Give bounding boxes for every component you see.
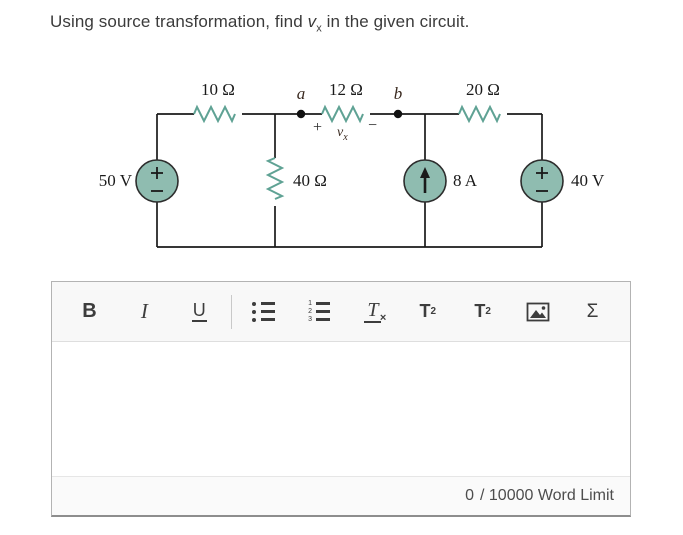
label-resistor-10ohm: 10 Ω — [201, 80, 235, 99]
italic-button[interactable]: I — [129, 292, 160, 332]
answer-textarea[interactable] — [52, 342, 630, 476]
label-source-8a: 8 A — [453, 171, 478, 190]
word-limit-label: / 10000 Word Limit — [480, 487, 614, 504]
sources — [135, 159, 564, 203]
numbered-list-digit: 3 — [308, 315, 312, 323]
question-variable-subscript: x — [316, 22, 322, 35]
resistor-40ohm — [265, 157, 285, 200]
underline-button[interactable]: U — [184, 292, 215, 332]
bullet-list-button[interactable] — [248, 292, 279, 332]
superscript-base: T — [419, 301, 431, 321]
word-count: 0 — [465, 487, 474, 504]
numbered-list-icon: 1 2 3 — [306, 299, 330, 323]
question-prefix: Using source transformation, find — [50, 12, 308, 31]
label-vx: vx — [337, 125, 348, 143]
circuit-diagram: 10 Ω a 12 Ω b 20 Ω + vx − 50 V 40 Ω 8 A … — [98, 80, 605, 248]
superscript-mark: 2 — [430, 306, 437, 317]
underline-button-label: U — [191, 300, 207, 323]
subscript-base: T — [474, 301, 486, 321]
bullet-list-icon — [251, 301, 275, 322]
circuit-schematic-svg — [135, 104, 564, 248]
label-vx-minus: − — [368, 117, 378, 134]
editor-footer: 0 / 10000 Word Limit — [52, 476, 630, 515]
voltage-source-50v — [135, 159, 179, 203]
numbered-list-digit: 2 — [308, 307, 312, 315]
label-vx-symbol: v — [337, 125, 344, 140]
label-resistor-12ohm: 12 Ω — [329, 80, 363, 99]
label-source-40v: 40 V — [571, 171, 605, 190]
toolbar-divider — [230, 294, 232, 329]
node-b-dot — [393, 109, 403, 119]
question-variable: v — [307, 12, 317, 31]
label-node-a: a — [296, 84, 306, 103]
label-resistor-40ohm: 40 Ω — [293, 171, 327, 190]
equation-button[interactable]: Σ — [577, 292, 608, 332]
resistor-20ohm — [458, 104, 501, 124]
label-node-b: b — [393, 84, 403, 103]
node-a-dot — [296, 109, 306, 119]
resistor-10ohm — [193, 104, 236, 124]
image-icon — [526, 302, 550, 321]
question-text: Using source transformation, find vx in … — [50, 12, 470, 34]
label-vx-plus: + — [313, 119, 323, 136]
label-vx-subscript: x — [343, 131, 348, 143]
resistor-12ohm — [321, 104, 364, 124]
clear-formatting-button[interactable]: T × — [357, 292, 388, 332]
subscript-mark: 2 — [485, 306, 491, 317]
bold-button[interactable]: B — [74, 292, 105, 332]
numbered-list-digit: 1 — [308, 299, 312, 307]
circuit-wires — [156, 113, 543, 248]
clear-formatting-x: × — [379, 311, 387, 324]
resistors — [193, 104, 501, 200]
clear-formatting-icon: T — [364, 300, 382, 323]
voltage-source-50v-polarity — [151, 167, 163, 192]
voltage-source-40v — [520, 159, 564, 203]
insert-image-button[interactable] — [522, 292, 553, 332]
numbered-list-button[interactable]: 1 2 3 — [303, 292, 334, 332]
label-source-50v: 50 V — [98, 171, 132, 190]
current-source-8a-arrow — [420, 167, 430, 193]
label-resistor-20ohm: 20 Ω — [466, 80, 500, 99]
voltage-source-40v-polarity — [536, 167, 548, 192]
question-suffix: in the given circuit. — [321, 12, 470, 31]
